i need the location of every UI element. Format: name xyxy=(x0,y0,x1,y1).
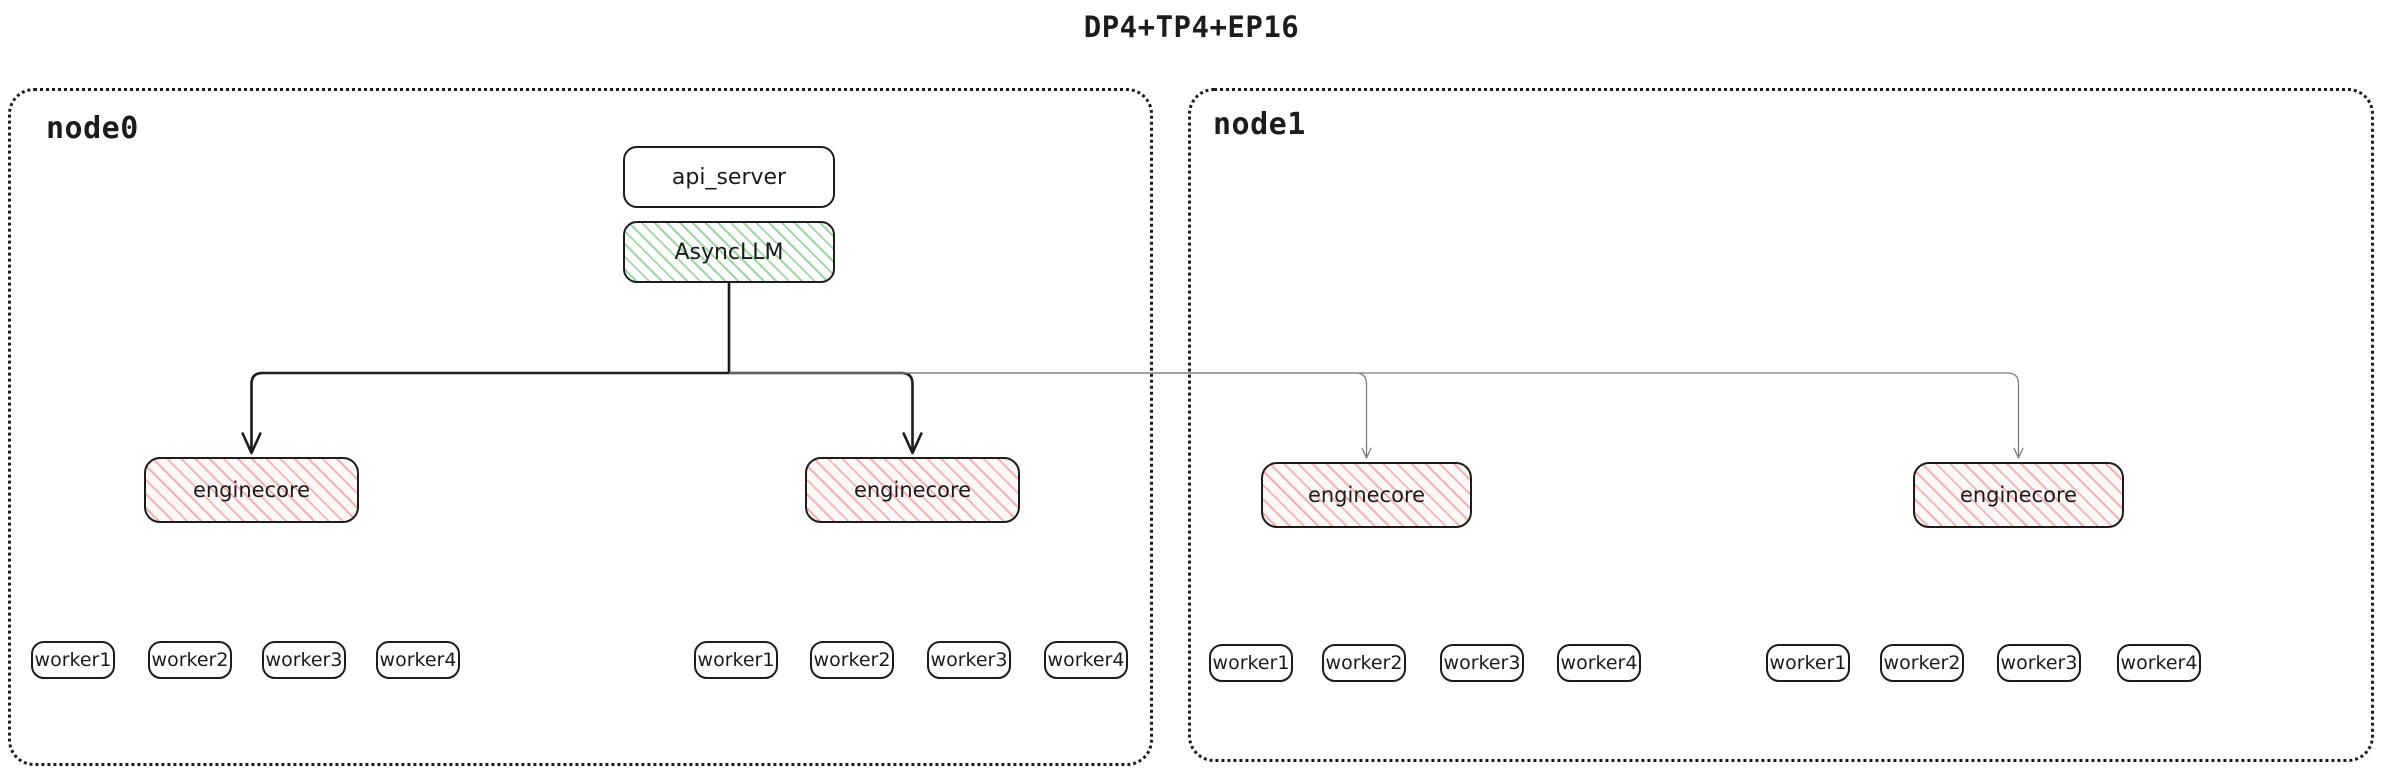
api-server-box[interactable]: api_server xyxy=(623,146,835,208)
node-label-node1: node1 xyxy=(1213,107,1306,142)
worker-box-2-2[interactable]: worker3 xyxy=(1440,644,1524,682)
worker-box-0-3[interactable]: worker4 xyxy=(376,641,460,679)
async-llm-box[interactable]: AsyncLLM xyxy=(623,221,835,283)
worker-box-1-3[interactable]: worker4 xyxy=(1044,641,1128,679)
enginecore-box-2[interactable]: enginecore xyxy=(1261,462,1472,528)
worker-box-3-0[interactable]: worker1 xyxy=(1766,644,1850,682)
worker-box-0-1[interactable]: worker2 xyxy=(148,641,232,679)
worker-box-2-0[interactable]: worker1 xyxy=(1209,644,1293,682)
worker-box-0-2[interactable]: worker3 xyxy=(262,641,346,679)
worker-box-1-0[interactable]: worker1 xyxy=(694,641,778,679)
node-label-node0: node0 xyxy=(46,111,139,146)
worker-box-2-3[interactable]: worker4 xyxy=(1557,644,1641,682)
worker-box-3-3[interactable]: worker4 xyxy=(2117,644,2201,682)
worker-box-2-1[interactable]: worker2 xyxy=(1322,644,1406,682)
page-title: DP4+TP4+EP16 xyxy=(1083,10,1300,44)
worker-box-1-1[interactable]: worker2 xyxy=(810,641,894,679)
enginecore-box-0[interactable]: enginecore xyxy=(144,457,359,523)
worker-box-3-2[interactable]: worker3 xyxy=(1997,644,2081,682)
worker-box-1-2[interactable]: worker3 xyxy=(927,641,1011,679)
worker-box-0-0[interactable]: worker1 xyxy=(31,641,115,679)
worker-box-3-1[interactable]: worker2 xyxy=(1880,644,1964,682)
enginecore-box-1[interactable]: enginecore xyxy=(805,457,1020,523)
enginecore-box-3[interactable]: enginecore xyxy=(1913,462,2124,528)
